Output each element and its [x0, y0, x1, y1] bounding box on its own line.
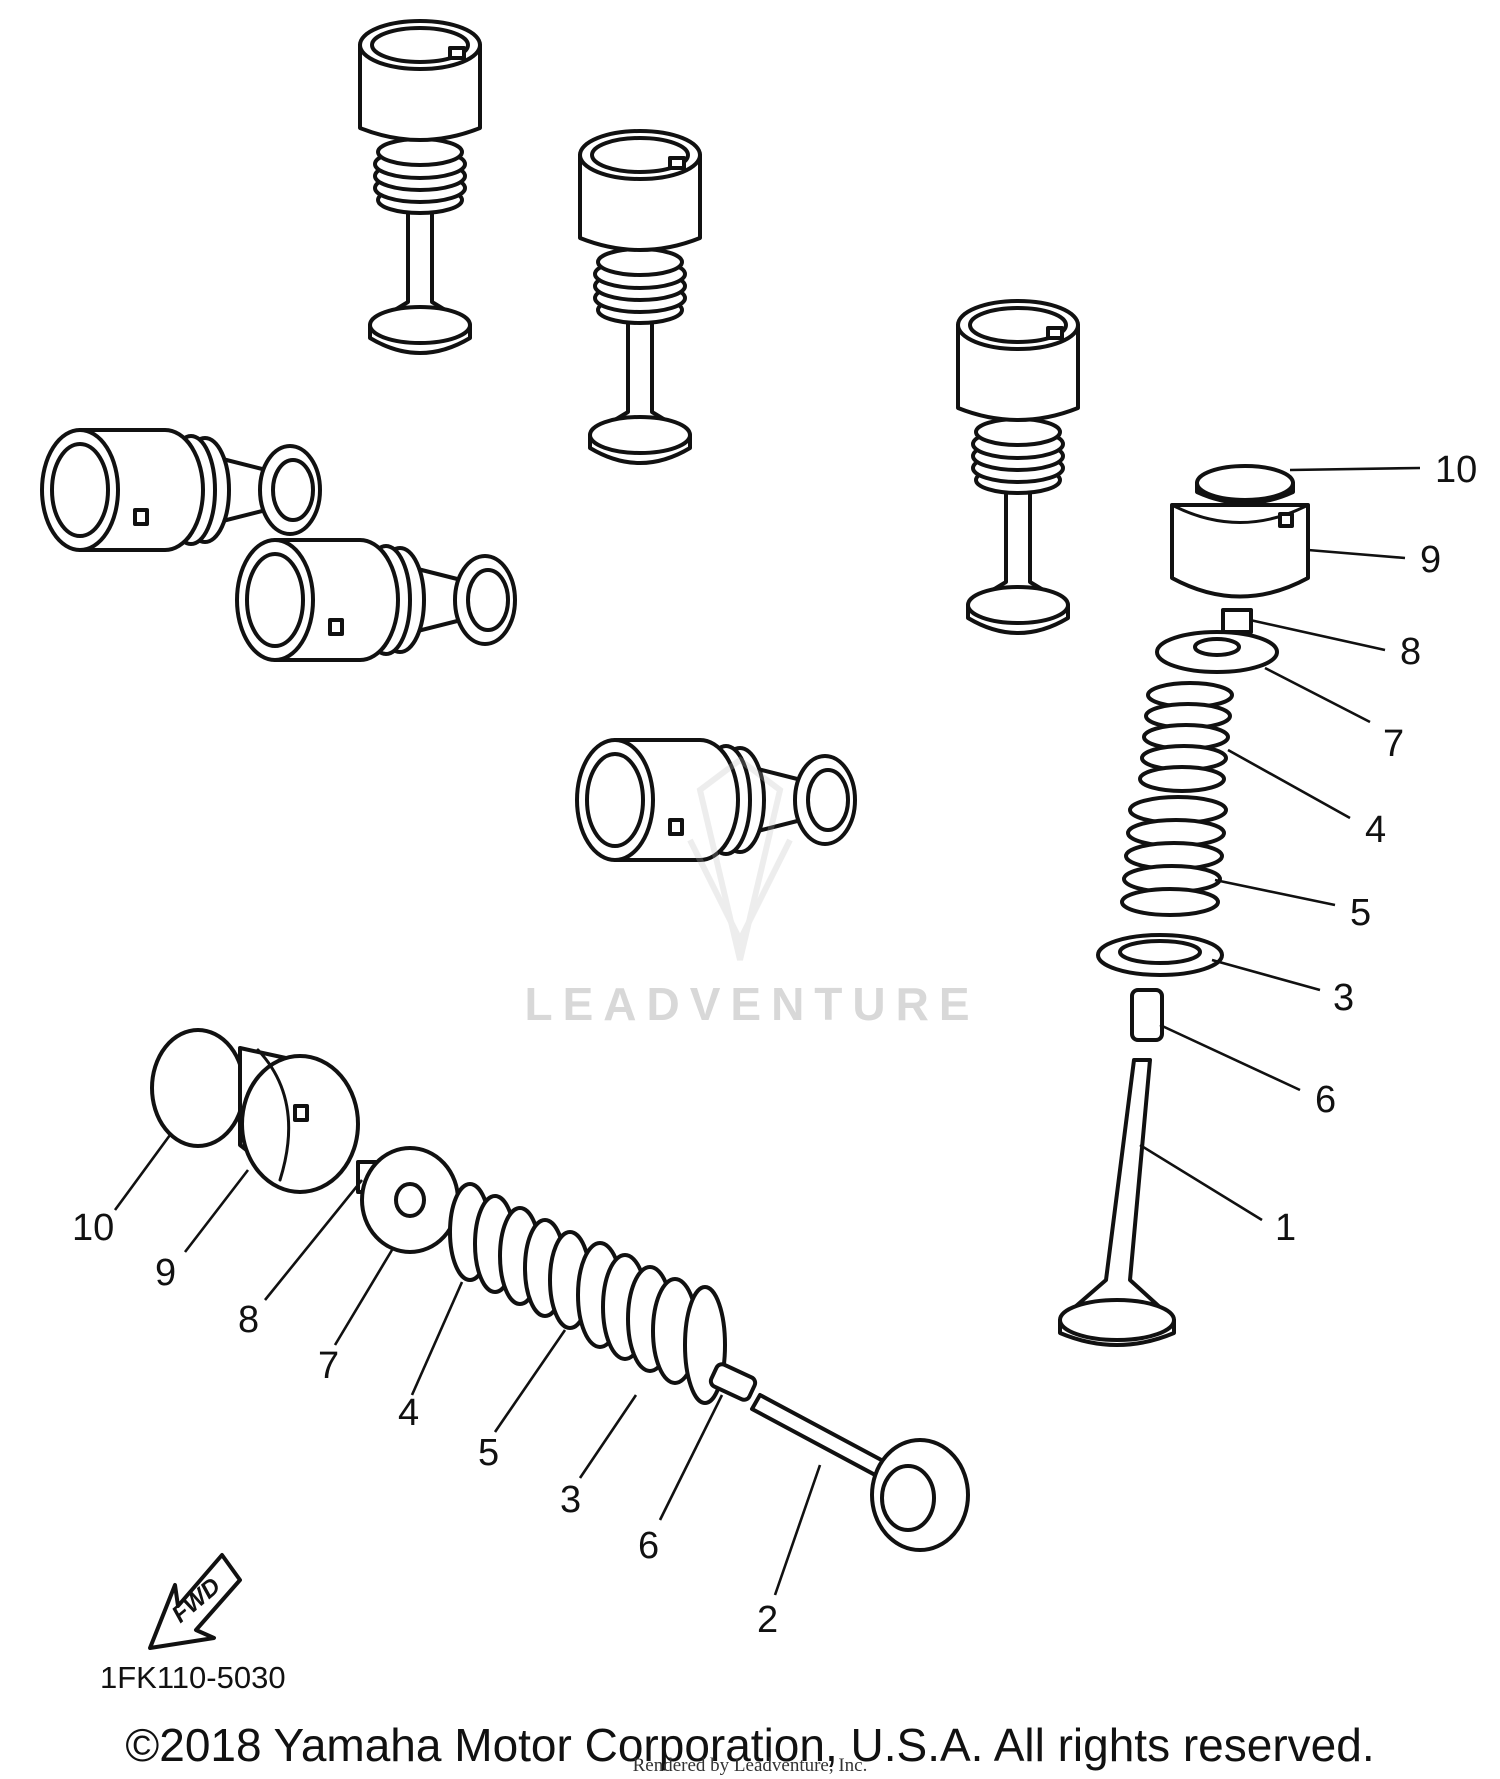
part-10-shim-left — [150, 1028, 246, 1148]
part-8-keeper-right — [1221, 608, 1253, 634]
valve-assembly-side-2 — [235, 538, 517, 662]
callout-left-2: 2 — [757, 1599, 778, 1641]
callout-right-6: 6 — [1315, 1079, 1336, 1121]
callout-right-1: 1 — [1275, 1207, 1296, 1249]
leader-lines-left — [113, 1134, 822, 1596]
valve-assembly-upright-1 — [358, 19, 482, 355]
part-6-seal-right — [1130, 988, 1164, 1042]
diagram-code: 1FK110-5030 — [100, 1660, 286, 1695]
valve-assembly-upright-3 — [956, 299, 1080, 635]
callout-right-7: 7 — [1383, 723, 1404, 765]
callout-left-6: 6 — [638, 1525, 659, 1567]
callout-left-9: 9 — [155, 1252, 176, 1294]
callout-left-5: 5 — [478, 1432, 499, 1474]
watermark-text: LEADVENTURE — [524, 978, 979, 1030]
rendered-by-notice: Rendered by Leadventure, Inc. — [632, 1755, 868, 1776]
callout-right-9: 9 — [1420, 539, 1441, 581]
part-4-outer-spring-left — [448, 1182, 592, 1330]
exploded-valve-right — [1058, 464, 1310, 1347]
valve-assembly-upright-2 — [578, 129, 702, 465]
callout-right-10: 10 — [1435, 449, 1477, 491]
leader-lines-right — [1139, 466, 1421, 1222]
copyright-notice: ©2018 Yamaha Motor Corporation, U.S.A. A… — [125, 1719, 1375, 1771]
callout-left-4: 4 — [398, 1392, 419, 1434]
valve-assembly-side-1 — [40, 428, 322, 552]
valve-assembly-side-3 — [575, 738, 857, 862]
callout-right-4: 4 — [1365, 809, 1386, 851]
exploded-valve-left — [150, 1028, 970, 1552]
part-4-outer-spring-right — [1138, 681, 1234, 793]
part-1-valve-right — [1058, 1058, 1176, 1347]
callout-left-10: 10 — [72, 1207, 114, 1249]
callout-right-3: 3 — [1333, 977, 1354, 1019]
callout-right-8: 8 — [1400, 631, 1421, 673]
callout-right-5: 5 — [1350, 892, 1371, 934]
callout-left-7: 7 — [318, 1345, 339, 1387]
part-6-seal-left — [708, 1362, 758, 1402]
callout-left-8: 8 — [238, 1299, 259, 1341]
part-9-bucket-right — [1170, 503, 1310, 599]
callout-left-3: 3 — [560, 1479, 581, 1521]
watermark-logo-icon — [687, 756, 793, 961]
part-5-inner-spring-right — [1120, 795, 1228, 917]
part-5-inner-spring-left — [576, 1241, 699, 1385]
fwd-arrow-icon: FWD — [148, 1553, 242, 1650]
